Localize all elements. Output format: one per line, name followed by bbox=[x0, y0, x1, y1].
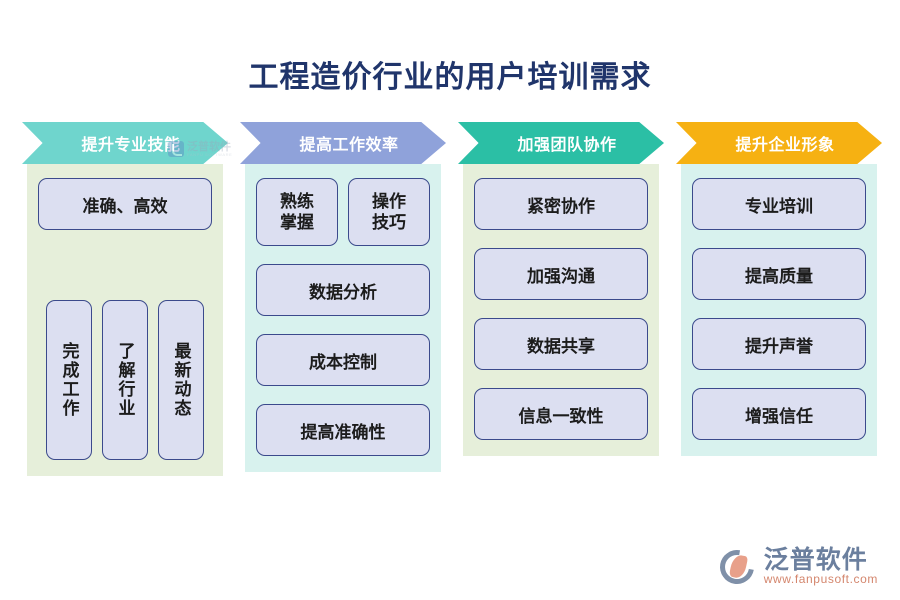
brand-url: www.fanpusoft.com bbox=[763, 572, 878, 587]
column-header-3-label: 加强团队协作 bbox=[517, 137, 617, 154]
item-box-vertical[interactable]: 最新动态 bbox=[158, 300, 204, 460]
item-box[interactable]: 专业培训 bbox=[692, 178, 866, 230]
column-body-1: 准确、高效 完成工作 了解行业 最新动态 bbox=[27, 164, 223, 476]
column-body-3: 紧密协作 加强沟通 数据共享 信息一致性 bbox=[463, 164, 659, 456]
item-box-square[interactable]: 操作 技巧 bbox=[348, 178, 430, 246]
brand-name-cn: 泛普软件 bbox=[763, 546, 868, 575]
item-box[interactable]: 数据共享 bbox=[474, 318, 648, 370]
item-box[interactable]: 准确、高效 bbox=[38, 178, 212, 230]
item-box-vertical[interactable]: 完成工作 bbox=[46, 300, 92, 460]
column-improve-work-efficiency: 提高工作效率 熟练 掌握 操作 技巧 数据分析 成本控制 提高准确性 bbox=[240, 122, 446, 476]
column-body-4: 专业培训 提高质量 提升声誉 增强信任 bbox=[681, 164, 877, 456]
column-body-2: 熟练 掌握 操作 技巧 数据分析 成本控制 提高准确性 bbox=[245, 164, 441, 472]
item-box[interactable]: 提升声誉 bbox=[692, 318, 866, 370]
column-strengthen-team-collaboration: 加强团队协作 紧密协作 加强沟通 数据共享 信息一致性 bbox=[458, 122, 664, 476]
column-header-3[interactable]: 加强团队协作 bbox=[458, 122, 664, 164]
item-box[interactable]: 提高质量 bbox=[692, 248, 866, 300]
column-header-2-label: 提高工作效率 bbox=[299, 137, 399, 154]
column-header-2[interactable]: 提高工作效率 bbox=[240, 122, 446, 164]
item-box[interactable]: 紧密协作 bbox=[474, 178, 648, 230]
item-box[interactable]: 增强信任 bbox=[692, 388, 866, 440]
columns-container: 提升专业技能 准确、高效 完成工作 了解行业 最新动态 提高工作效率 熟练 掌握… bbox=[22, 122, 882, 476]
brand-logo: 泛普软件 www.fanpusoft.com bbox=[713, 542, 878, 591]
column-header-4[interactable]: 提升企业形象 bbox=[676, 122, 882, 164]
column-enhance-corporate-image: 提升企业形象 专业培训 提高质量 提升声誉 增强信任 bbox=[676, 122, 882, 476]
brand-text: 泛普软件 www.fanpusoft.com bbox=[764, 547, 878, 586]
column-header-1-label: 提升专业技能 bbox=[81, 137, 181, 154]
item-box[interactable]: 加强沟通 bbox=[474, 248, 648, 300]
page-title: 工程造价行业的用户培训需求 bbox=[248, 61, 652, 94]
column-header-4-label: 提升企业形象 bbox=[735, 137, 835, 154]
item-box[interactable]: 信息一致性 bbox=[474, 388, 648, 440]
item-box[interactable]: 成本控制 bbox=[256, 334, 430, 386]
column-improve-professional-skills: 提升专业技能 准确、高效 完成工作 了解行业 最新动态 bbox=[22, 122, 228, 476]
item-box-vertical[interactable]: 了解行业 bbox=[102, 300, 148, 460]
column-header-1[interactable]: 提升专业技能 bbox=[22, 122, 228, 164]
square-box-row: 熟练 掌握 操作 技巧 bbox=[245, 178, 441, 246]
item-box[interactable]: 提高准确性 bbox=[256, 404, 430, 456]
fanpu-logo-icon bbox=[713, 542, 761, 591]
item-box[interactable]: 数据分析 bbox=[256, 264, 430, 316]
item-box-square[interactable]: 熟练 掌握 bbox=[256, 178, 338, 246]
vertical-box-row: 完成工作 了解行业 最新动态 bbox=[27, 300, 223, 460]
